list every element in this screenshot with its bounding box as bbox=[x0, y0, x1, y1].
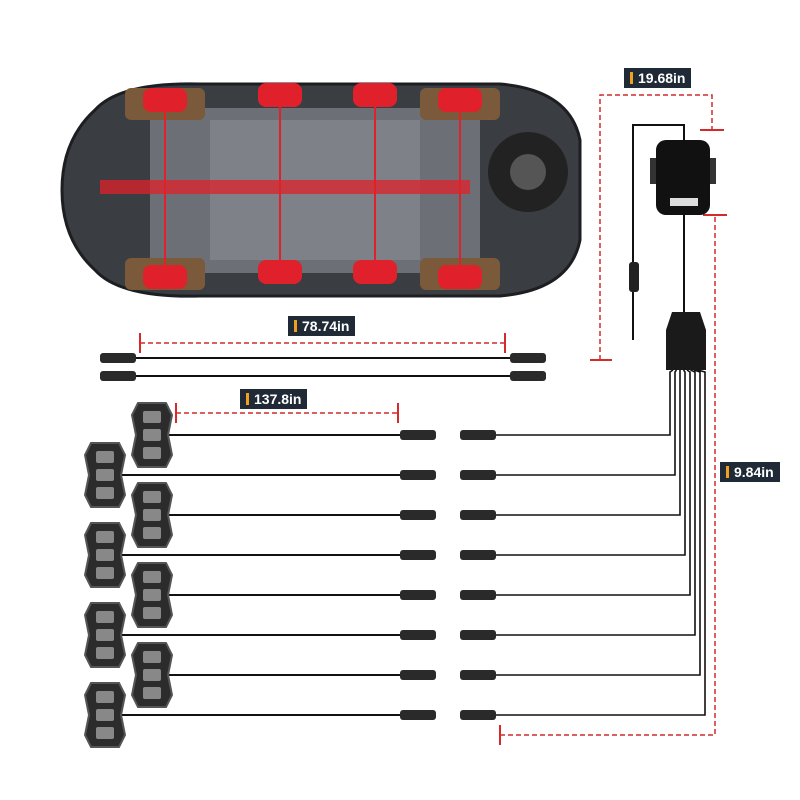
splitter-output-wire bbox=[495, 369, 691, 596]
pod-connector bbox=[400, 430, 436, 440]
extension-connector bbox=[510, 353, 546, 363]
dimension-label-pod-cable: 137.8in bbox=[240, 389, 308, 409]
car-rock-light-pod bbox=[438, 265, 482, 289]
pod-led-cluster bbox=[96, 469, 114, 481]
splitter-output-connector bbox=[460, 550, 496, 560]
extension-connector bbox=[100, 371, 136, 381]
splitter-output-wire bbox=[495, 370, 681, 516]
dimension-label-controller-cable: 19.68in bbox=[624, 68, 692, 88]
pod-led-cluster bbox=[96, 629, 114, 641]
rock-light-pod bbox=[83, 682, 127, 748]
splitter-output-wire bbox=[495, 369, 706, 716]
car-rock-light-pod bbox=[258, 83, 302, 107]
dimension-line bbox=[500, 215, 716, 736]
car-underside bbox=[60, 82, 582, 298]
controller-power-wire bbox=[632, 124, 685, 340]
pod-led-cluster bbox=[143, 411, 161, 423]
pod-led-cluster bbox=[96, 549, 114, 561]
pod-led-cluster bbox=[143, 571, 161, 583]
dimension-label-splitter-cable: 9.84in bbox=[720, 462, 780, 482]
rock-light-pod bbox=[83, 442, 127, 508]
splitter-output-connector bbox=[460, 470, 496, 480]
car-rock-light-pod bbox=[143, 88, 187, 112]
pod-led-cluster bbox=[143, 491, 161, 503]
pod-connector bbox=[400, 710, 436, 720]
pod-led-cluster bbox=[143, 687, 161, 699]
splitter-output-connector bbox=[460, 590, 496, 600]
dimension-label-extension-cable: 78.74in bbox=[288, 316, 356, 336]
splitter-output-connector bbox=[460, 670, 496, 680]
controller-box bbox=[650, 140, 716, 215]
extension-connector bbox=[510, 371, 546, 381]
pod-connector bbox=[400, 550, 436, 560]
splitter-output-connector bbox=[460, 630, 496, 640]
pod-connector bbox=[400, 670, 436, 680]
extension-connector bbox=[100, 353, 136, 363]
pod-led-cluster bbox=[96, 647, 114, 659]
pod-led-cluster bbox=[96, 451, 114, 463]
rock-light-pod bbox=[130, 482, 174, 548]
dimension-line bbox=[599, 94, 713, 360]
car-rock-light-pod bbox=[258, 260, 302, 284]
car-rock-light-pod bbox=[143, 265, 187, 289]
pod-led-cluster bbox=[143, 509, 161, 521]
splitter-output-connector bbox=[460, 430, 496, 440]
pod-led-cluster bbox=[96, 709, 114, 721]
pod-connector bbox=[400, 590, 436, 600]
pod-led-cluster bbox=[143, 669, 161, 681]
pod-led-cluster bbox=[143, 651, 161, 663]
splitter-output-wire bbox=[495, 369, 674, 436]
car-rock-light-pod bbox=[438, 88, 482, 112]
rock-light-pod bbox=[130, 402, 174, 468]
pod-led-cluster bbox=[96, 611, 114, 623]
rock-light-pod bbox=[130, 642, 174, 708]
pod-connector bbox=[400, 470, 436, 480]
pod-led-cluster bbox=[96, 727, 114, 739]
splitter-output-wire bbox=[495, 369, 686, 556]
splitter-hub bbox=[666, 312, 706, 370]
pod-led-cluster bbox=[143, 527, 161, 539]
red-light-beam bbox=[100, 180, 470, 194]
splitter-output-wire bbox=[495, 369, 701, 676]
pod-led-cluster bbox=[96, 487, 114, 499]
pod-led-cluster bbox=[96, 567, 114, 579]
rock-light-pod bbox=[83, 602, 127, 668]
rock-light-pod bbox=[83, 522, 127, 588]
car-rock-light-pod bbox=[353, 83, 397, 107]
splitter-output-wire bbox=[495, 369, 696, 636]
splitter-output-wire bbox=[495, 369, 678, 476]
splitter-output-connector bbox=[460, 710, 496, 720]
pod-led-cluster bbox=[96, 691, 114, 703]
pod-connector bbox=[400, 510, 436, 520]
pod-led-cluster bbox=[143, 429, 161, 441]
pod-led-cluster bbox=[143, 607, 161, 619]
splitter-output-connector bbox=[460, 510, 496, 520]
pod-led-cluster bbox=[143, 589, 161, 601]
car-rock-light-pod bbox=[353, 260, 397, 284]
rock-light-pod bbox=[130, 562, 174, 628]
pod-connector bbox=[400, 630, 436, 640]
pod-led-cluster bbox=[96, 531, 114, 543]
inline-fuse bbox=[629, 262, 639, 292]
pod-led-cluster bbox=[143, 447, 161, 459]
